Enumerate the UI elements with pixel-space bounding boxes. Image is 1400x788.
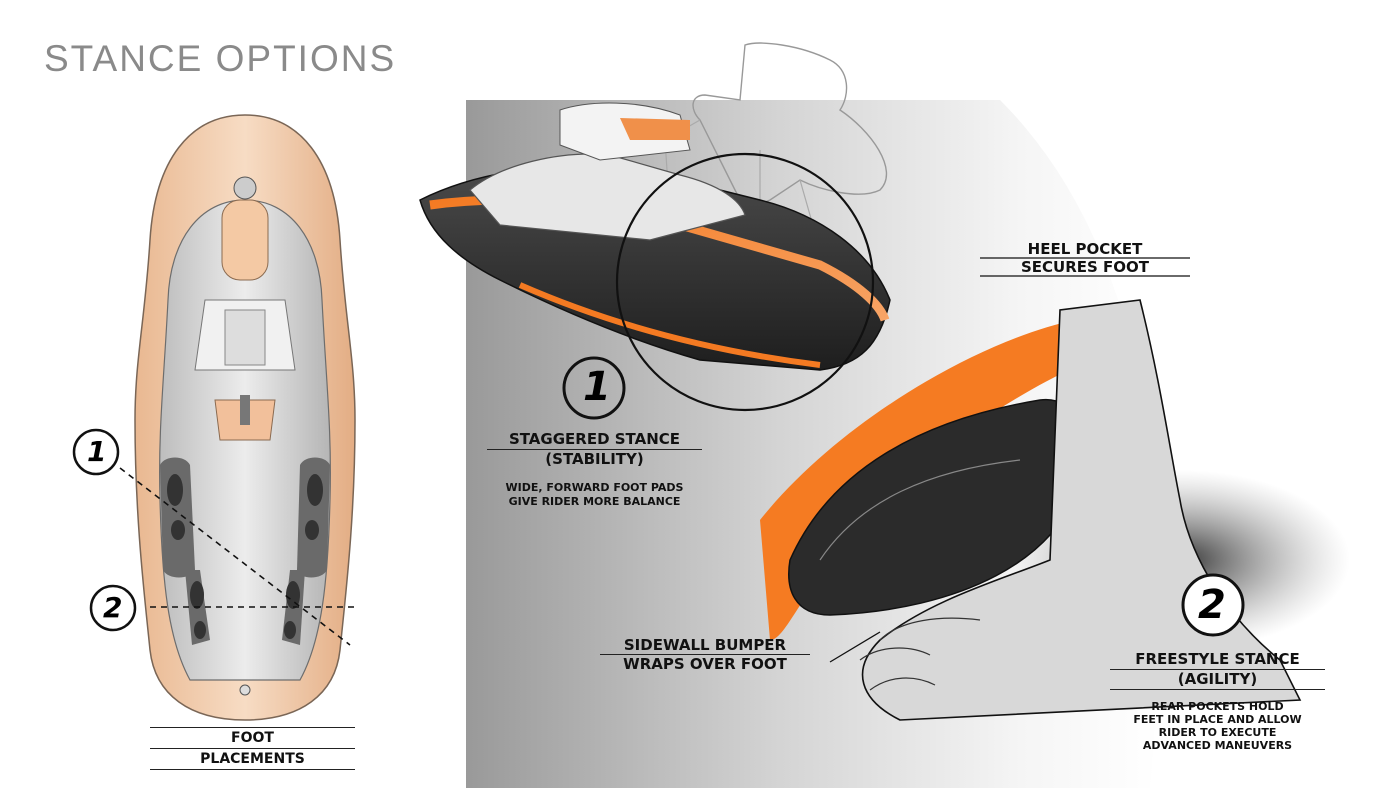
stance-2-desc-1: REAR POCKETS HOLD [1151,700,1284,713]
stance-1-desc-1: WIDE, FORWARD FOOT PADS [505,481,684,494]
sidewall-line-2: WRAPS OVER FOOT [623,655,787,673]
marker-2-circle [89,584,137,632]
marker-2-label: 2 [103,591,123,624]
sidewall-line-1: SIDEWALL BUMPER [600,636,810,655]
stance-2-number: 2 [1198,582,1226,628]
side-view-craft [419,42,891,412]
stance-1-desc-2: GIVE RIDER MORE BALANCE [508,495,681,508]
stance-1-subtitle: (STABILITY) [545,450,644,468]
marker-1-circle [72,428,120,476]
stance-2-subtitle: (AGILITY) [1110,670,1325,690]
marker-1-label: 1 [87,435,107,468]
stance-2-title: FREESTYLE STANCE [1110,650,1325,670]
stance-2-desc-4: ADVANCED MANEUVERS [1142,739,1293,752]
stance-1-circle [562,356,626,420]
top-view-craft [119,114,356,721]
stance-1-title: STAGGERED STANCE [487,430,702,450]
stance-1-number: 1 [583,364,611,410]
caption-foot: FOOT [150,727,355,749]
stance-2-circle [1181,573,1245,637]
heel-pocket-line-2: SECURES FOOT [1020,258,1150,276]
stance-2-desc-3: RIDER TO EXECUTE [1158,726,1277,739]
stance-2-desc-2: FEET IN PLACE AND ALLOW [1133,713,1302,726]
heel-pocket-line-1: HEEL POCKET [1027,240,1143,258]
caption-placements: PLACEMENTS [150,749,355,770]
page-title: STANCE OPTIONS [44,38,397,79]
